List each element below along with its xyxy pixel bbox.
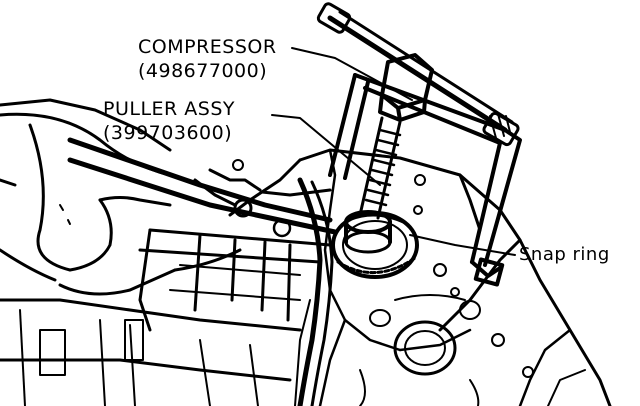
- hose: [297, 177, 334, 406]
- compressor-frame: [328, 73, 522, 287]
- case-bores: [359, 294, 586, 406]
- t-handle: [316, 2, 520, 147]
- hand: [0, 98, 242, 296]
- puller-assy-part-number: (399703600): [103, 122, 233, 144]
- compressor-part-number: (498677000): [138, 60, 268, 82]
- puller-assy-label: PULLER ASSY: [103, 98, 236, 120]
- leader-lines: [271, 47, 516, 256]
- transmission-case: [228, 148, 612, 406]
- puller-body: [344, 210, 392, 254]
- puller-screw: [358, 116, 402, 220]
- compressor-label: COMPRESSOR: [138, 36, 277, 58]
- snap-ring-label: Snap ring: [519, 244, 610, 265]
- compressor-leader: [291, 47, 413, 101]
- compressor-block: [378, 53, 434, 122]
- lower-casting: [0, 159, 332, 406]
- puller-leader: [271, 114, 381, 186]
- snap-ring-leader: [409, 234, 516, 256]
